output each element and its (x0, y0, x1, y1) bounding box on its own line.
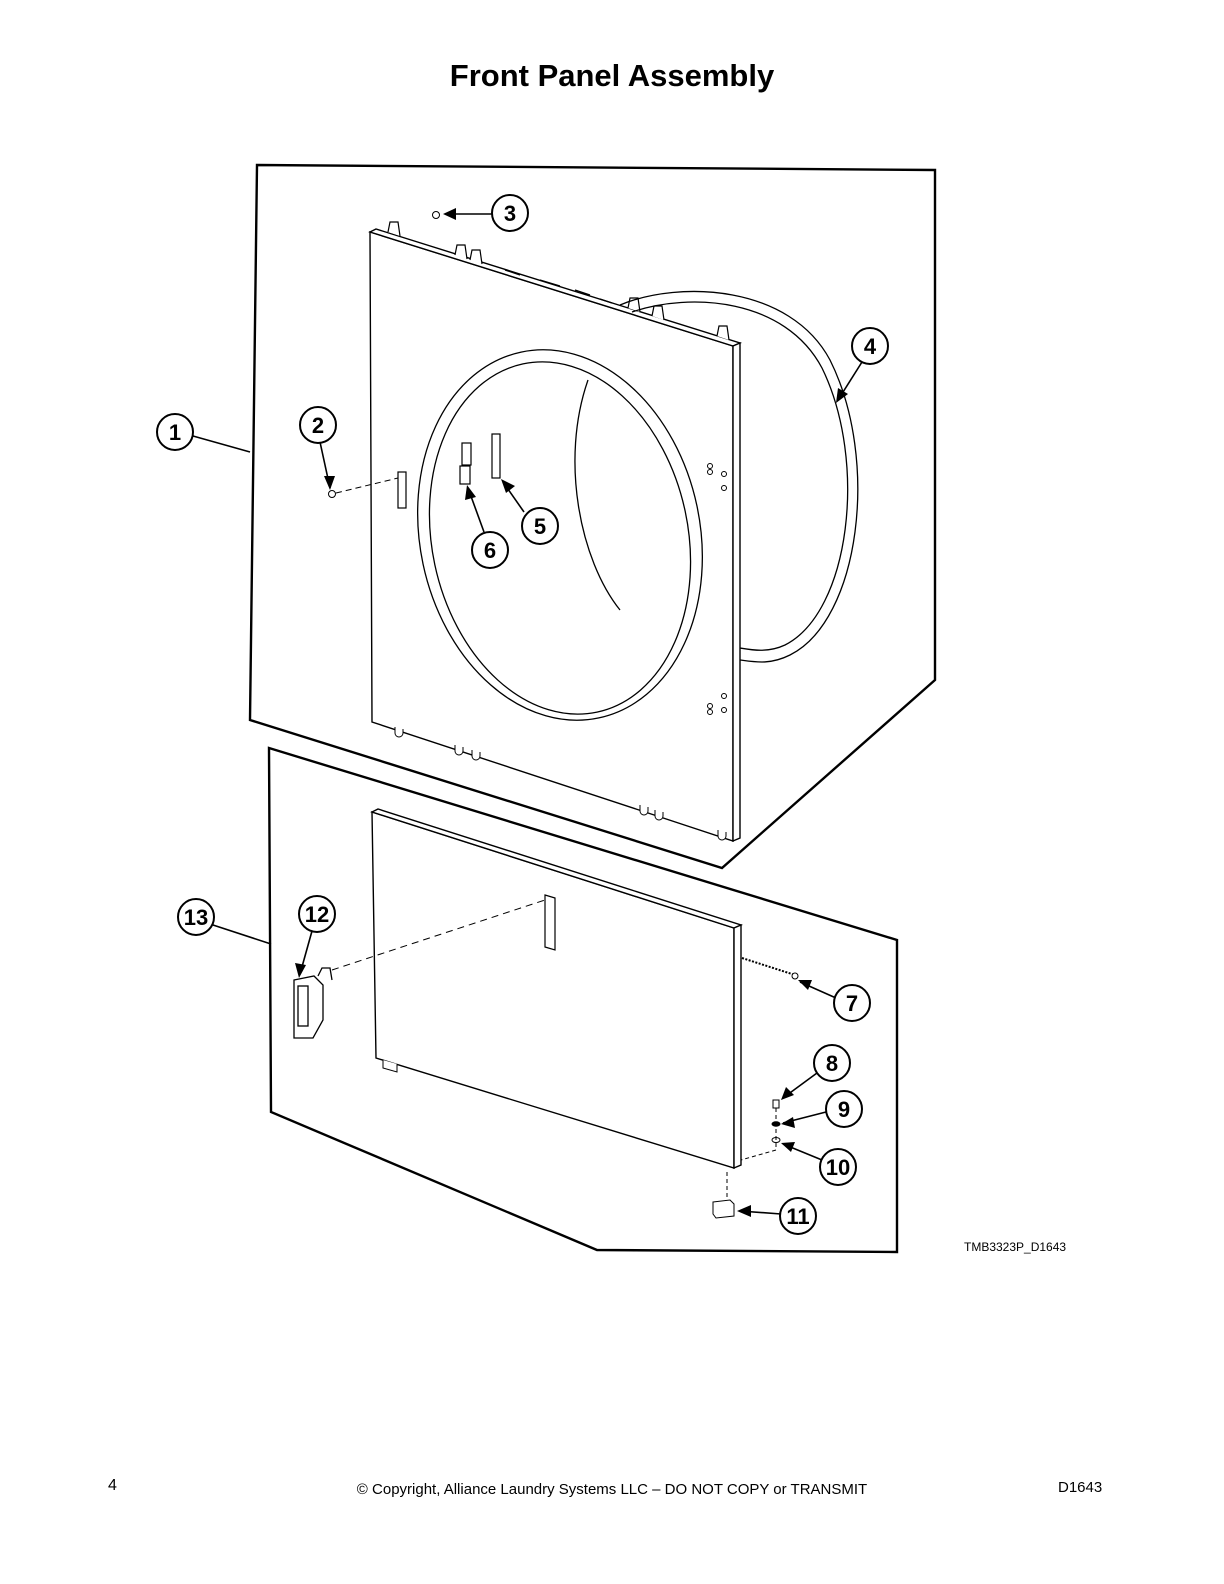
hardware-stack (712, 1099, 781, 1219)
screw-2 (328, 477, 399, 498)
cable-7 (741, 957, 799, 980)
side-holes (707, 463, 727, 715)
svg-text:9: 9 (838, 1097, 850, 1122)
callout-1: 1 (156, 413, 194, 451)
page-number: 4 (108, 1477, 117, 1494)
copyright-notice: © Copyright, Alliance Laundry Systems LL… (356, 1481, 868, 1498)
drawing-id: TMB3323P_D1643 (964, 1240, 1067, 1254)
lower-panel (370, 808, 744, 1170)
arrowheads (295, 208, 848, 1217)
callout-4: 4 (851, 327, 889, 365)
svg-text:5: 5 (534, 514, 546, 539)
drum-opening (416, 349, 704, 721)
callout-8: 8 (813, 1044, 851, 1082)
lower-panel-strip (544, 894, 556, 951)
svg-text:3: 3 (504, 201, 516, 226)
document-id: D1643 (1058, 1479, 1103, 1496)
svg-text:2: 2 (312, 413, 324, 438)
callout-7: 7 (833, 984, 871, 1022)
svg-text:10: 10 (826, 1155, 850, 1180)
lower-panel-feet (382, 1060, 398, 1073)
lower-assembly-outline (267, 746, 899, 1254)
top-flange-tabs (387, 221, 730, 341)
callout-3: 3 (491, 194, 529, 232)
svg-text:6: 6 (484, 538, 496, 563)
rear-ring (574, 290, 859, 663)
callout-12: 12 (298, 895, 336, 933)
svg-text:4: 4 (864, 334, 877, 359)
bracket-12 (293, 967, 333, 1039)
page-title: Front Panel Assembly (449, 58, 775, 93)
callout-10: 10 (819, 1148, 857, 1186)
callout-6: 6 (471, 531, 509, 569)
svg-text:12: 12 (305, 902, 329, 927)
screw-3 (432, 211, 440, 219)
svg-text:1: 1 (169, 420, 181, 445)
callout-13: 13 (177, 898, 215, 936)
callout-5: 5 (521, 507, 559, 545)
latch-parts (397, 433, 501, 509)
svg-text:11: 11 (786, 1204, 809, 1229)
bracket-12-leader-dashed (331, 899, 546, 971)
callout-2: 2 (299, 406, 337, 444)
svg-text:8: 8 (826, 1051, 838, 1076)
svg-text:13: 13 (184, 905, 208, 930)
upper-assembly-outline (248, 163, 937, 870)
callout-9: 9 (825, 1090, 863, 1128)
upper-panel-feet (394, 727, 727, 841)
svg-text:7: 7 (846, 991, 858, 1016)
callout-11: 11 (779, 1197, 817, 1235)
